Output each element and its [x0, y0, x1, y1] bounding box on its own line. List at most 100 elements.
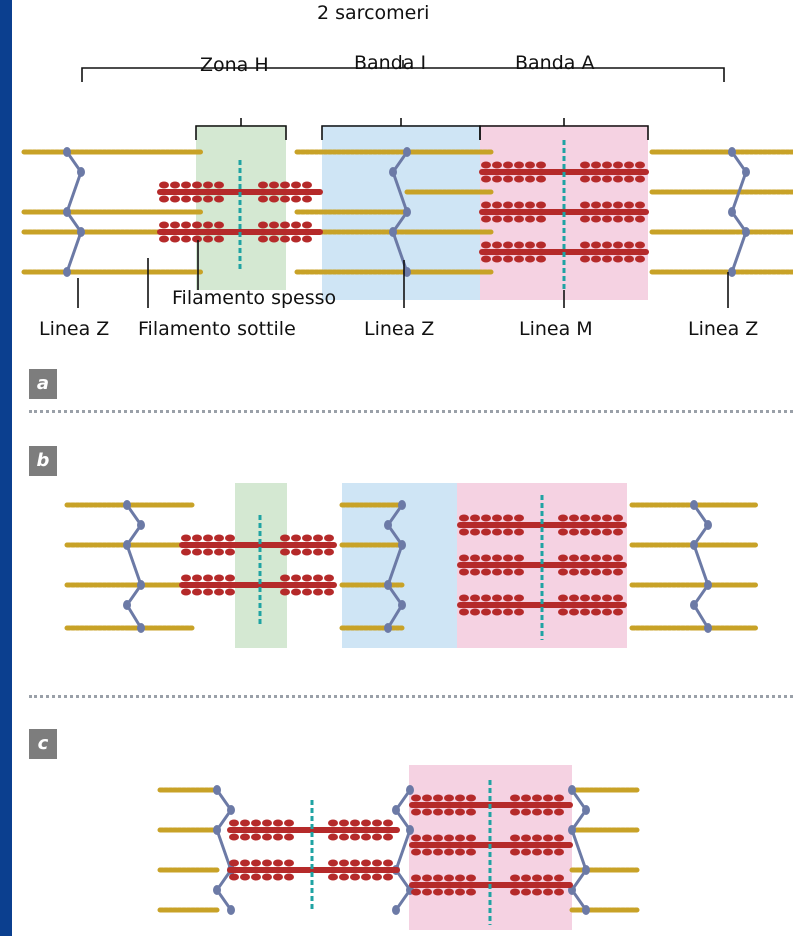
myosin-head [302, 195, 312, 203]
z-disc-node [213, 885, 221, 895]
myosin-head [192, 588, 202, 596]
myosin-head [521, 888, 531, 896]
myosin-head [181, 534, 191, 542]
myosin-head [284, 859, 294, 867]
myosin-head [214, 574, 224, 582]
myosin-head [444, 874, 454, 882]
myosin-head [383, 833, 393, 841]
myosin-head [214, 195, 224, 203]
myosin-head [192, 574, 202, 582]
myosin-head [624, 161, 634, 169]
z-disc-node [728, 147, 736, 157]
myosin-head [251, 873, 261, 881]
myosin-head [525, 175, 535, 183]
myosin-head [543, 808, 553, 816]
panel-a-label: a [29, 369, 57, 399]
myosin-head [514, 528, 524, 536]
myosin-head [280, 195, 290, 203]
myosin-head [324, 548, 334, 556]
z-disc-node [123, 600, 131, 610]
myosin-head [361, 833, 371, 841]
myosin-head [328, 819, 338, 827]
myosin-head [503, 514, 513, 522]
z-disc-node [403, 147, 411, 157]
myosin-head [422, 834, 432, 842]
myosin-head [280, 588, 290, 596]
myosin-head [280, 548, 290, 556]
myosin-head [492, 514, 502, 522]
myosin-head [624, 201, 634, 209]
myosin-head [543, 834, 553, 842]
myosin-head [372, 859, 382, 867]
z-disc-node [392, 805, 400, 815]
myosin-head [514, 554, 524, 562]
myosin-head [503, 215, 513, 223]
z-disc-node [137, 520, 145, 530]
z-disc-node [690, 540, 698, 550]
myosin-head [181, 181, 191, 189]
z-disc-node [384, 580, 392, 590]
h-zone-label: Zona H [200, 54, 269, 76]
z-disc-node [227, 805, 235, 815]
myosin-head [580, 175, 590, 183]
myosin-head [543, 794, 553, 802]
z-disc-node [77, 167, 85, 177]
thick-filament-label: Filamento spesso [172, 287, 337, 309]
myosin-head [339, 859, 349, 867]
myosin-head [422, 794, 432, 802]
z-disc-node [398, 500, 406, 510]
myosin-head [225, 548, 235, 556]
myosin-head [258, 195, 268, 203]
myosin-head [525, 255, 535, 263]
myosin-head [422, 848, 432, 856]
myosin-head [291, 235, 301, 243]
myosin-head [503, 528, 513, 536]
myosin-head [466, 834, 476, 842]
myosin-head [455, 874, 465, 882]
myosin-head [258, 181, 268, 189]
myosin-head [455, 794, 465, 802]
myosin-head [284, 833, 294, 841]
myosin-head [170, 195, 180, 203]
divider-1 [29, 410, 793, 413]
myosin-head [580, 241, 590, 249]
myosin-head [543, 888, 553, 896]
z-disc-node [227, 905, 235, 915]
myosin-head [580, 255, 590, 263]
myosin-head [613, 608, 623, 616]
myosin-head [569, 594, 579, 602]
myosin-head [536, 201, 546, 209]
myosin-head [262, 873, 272, 881]
myosin-head [536, 161, 546, 169]
myosin-head [591, 255, 601, 263]
myosin-head [324, 574, 334, 582]
myosin-head [225, 534, 235, 542]
myosin-head [192, 221, 202, 229]
myosin-head [181, 588, 191, 596]
myosin-head [580, 201, 590, 209]
myosin-head [624, 255, 634, 263]
myosin-head [444, 794, 454, 802]
myosin-head [372, 873, 382, 881]
myosin-head [229, 819, 239, 827]
myosin-head [291, 574, 301, 582]
myosin-head [514, 161, 524, 169]
myosin-head [372, 833, 382, 841]
myosin-head [459, 554, 469, 562]
myosin-head [444, 808, 454, 816]
z-disc-node [77, 227, 85, 237]
z-disc-node [704, 520, 712, 530]
two-sarcomeres-label: 2 sarcomeri [317, 2, 430, 24]
myosin-head [481, 594, 491, 602]
myosin-head [214, 534, 224, 542]
myosin-head [613, 241, 623, 249]
myosin-head [225, 588, 235, 596]
myosin-head [492, 554, 502, 562]
myosin-head [591, 554, 601, 562]
myosin-head [503, 594, 513, 602]
myosin-head [554, 808, 564, 816]
myosin-head [262, 819, 272, 827]
myosin-head [492, 568, 502, 576]
myosin-head [525, 201, 535, 209]
myosin-head [411, 874, 421, 882]
